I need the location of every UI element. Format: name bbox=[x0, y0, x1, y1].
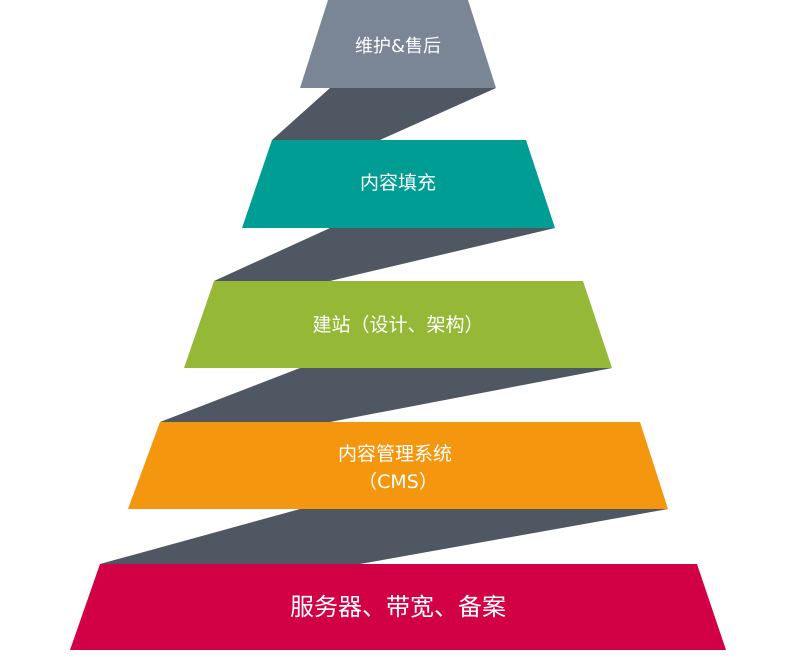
ribbon-3-4 bbox=[160, 368, 612, 422]
layer-maintenance: 维护&售后 bbox=[300, 0, 496, 88]
layer-hosting-label: 服务器、带宽、备案 bbox=[290, 593, 506, 621]
layer-content-fill: 内容填充 bbox=[242, 140, 555, 228]
layer-maintenance-label: 维护&售后 bbox=[355, 36, 441, 57]
layer-cms: 内容管理系统 （CMS） bbox=[128, 422, 668, 509]
layer-site-build-shape bbox=[184, 281, 612, 368]
layer-cms-label-line-2: （CMS） bbox=[358, 471, 438, 493]
layer-hosting-shape bbox=[70, 564, 726, 650]
layer-cms-label-line-1: 内容管理系统 bbox=[338, 443, 452, 465]
layer-cms-label: 内容管理系统 （CMS） bbox=[338, 443, 458, 493]
connector-ribbons bbox=[100, 88, 668, 564]
ribbon-2-3 bbox=[214, 228, 555, 281]
layer-site-build: 建站（设计、架构） bbox=[184, 281, 612, 368]
layer-site-build-label: 建站（设计、架构） bbox=[312, 314, 483, 336]
layer-content-fill-shape bbox=[242, 140, 555, 228]
layer-content-fill-label: 内容填充 bbox=[360, 172, 436, 194]
ribbon-1-2 bbox=[272, 88, 496, 140]
layer-hosting: 服务器、带宽、备案 bbox=[70, 564, 726, 650]
pyramid-layers: 维护&售后 内容填充 建站（设计、架构） 内容管理系统 （CMS） 服务器、带宽… bbox=[70, 0, 726, 650]
layer-cms-shape bbox=[128, 422, 668, 509]
layer-maintenance-shape bbox=[300, 0, 496, 88]
ribbon-4-5 bbox=[100, 509, 668, 564]
